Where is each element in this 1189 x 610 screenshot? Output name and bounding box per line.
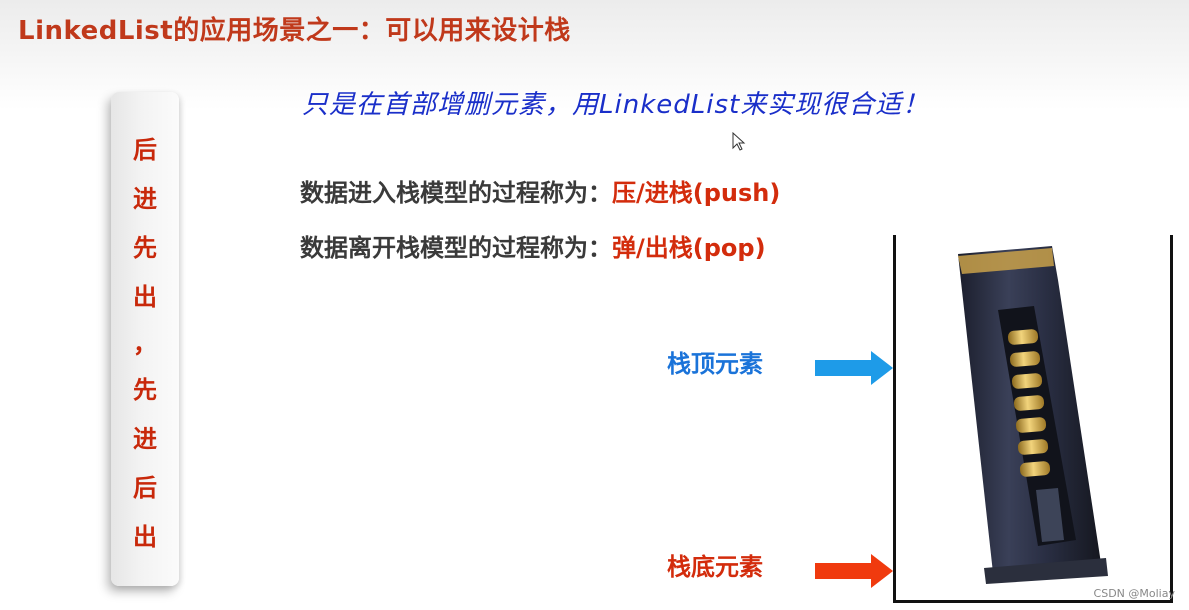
- subtitle: 只是在首部增删元素，用LinkedList来实现很合适！: [302, 90, 930, 120]
- sidebar-char: 进: [133, 425, 157, 453]
- stack-container: [893, 235, 1173, 603]
- stack-bottom-label: 栈底元素: [667, 553, 763, 581]
- push-label: 数据进入栈模型的过程称为：: [300, 179, 612, 207]
- sidebar-char: 出: [133, 283, 157, 311]
- stack-bottom-arrow-icon: [815, 554, 893, 588]
- sidebar-char: 出: [133, 523, 157, 551]
- pop-description: 数据离开栈模型的过程称为：弹/出栈(pop): [300, 228, 766, 263]
- push-value: 压/进栈(push): [612, 179, 781, 207]
- sidebar-char: 后: [133, 474, 157, 502]
- push-description: 数据进入栈模型的过程称为：压/进栈(push): [300, 173, 780, 208]
- sidebar-char: 先: [133, 376, 157, 404]
- magazine-image: [958, 246, 1108, 584]
- stack-top-label: 栈顶元素: [667, 350, 763, 378]
- sidebar-char: ，: [133, 330, 157, 358]
- sidebar-char: 后: [133, 136, 157, 164]
- watermark: CSDN @Moliay: [1093, 587, 1175, 600]
- pop-label: 数据离开栈模型的过程称为：: [300, 234, 612, 262]
- lifo-sidebar: 后 进 先 出 ， 先 进 后 出: [111, 92, 179, 586]
- sidebar-char: 先: [133, 234, 157, 262]
- mouse-cursor-icon: [732, 132, 746, 151]
- stack-top-arrow-icon: [815, 351, 893, 385]
- pop-value: 弹/出栈(pop): [612, 234, 766, 262]
- sidebar-char: 进: [133, 185, 157, 213]
- slide-title: LinkedList的应用场景之一：可以用来设计栈: [18, 16, 571, 46]
